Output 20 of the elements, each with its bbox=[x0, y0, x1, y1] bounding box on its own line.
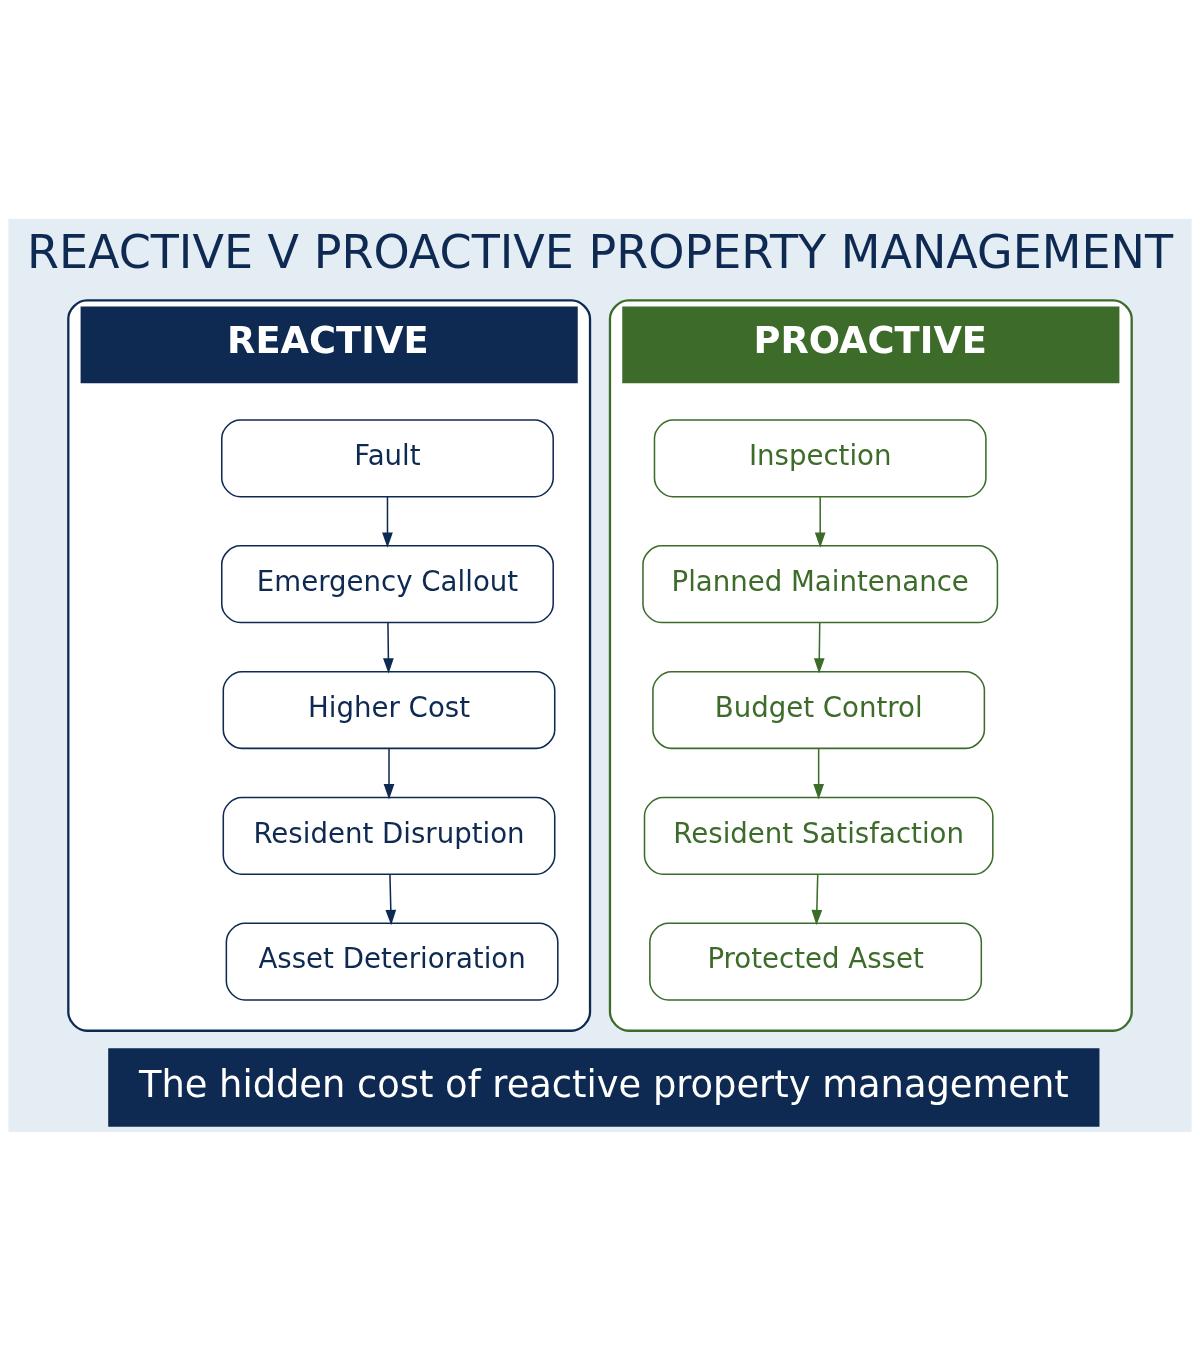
arrow bbox=[382, 495, 393, 548]
node-box: Resident Satisfaction bbox=[643, 796, 994, 875]
node-box: Resident Disruption bbox=[222, 796, 556, 875]
arrow bbox=[813, 747, 825, 799]
arrow bbox=[814, 495, 826, 548]
arrow bbox=[383, 621, 394, 674]
diagram-title: REACTIVE V PROACTIVE PROPERTY MANAGEMENT bbox=[26, 224, 1174, 279]
arrow bbox=[383, 747, 395, 799]
node-box: Asset Deterioration bbox=[225, 922, 559, 1001]
node-box: Protected Asset bbox=[649, 922, 983, 1001]
node-box: Higher Cost bbox=[222, 670, 556, 749]
node-box: Budget Control bbox=[652, 670, 986, 749]
arrow bbox=[813, 621, 825, 674]
caption: The hidden cost of reactive property management bbox=[138, 1062, 1069, 1106]
node-box: Planned Maintenance bbox=[642, 544, 999, 623]
node-box: Inspection bbox=[653, 418, 987, 497]
arrow bbox=[385, 872, 397, 925]
arrow bbox=[811, 872, 823, 925]
node-box: Emergency Callout bbox=[221, 544, 554, 623]
node-box: Fault bbox=[221, 418, 554, 497]
